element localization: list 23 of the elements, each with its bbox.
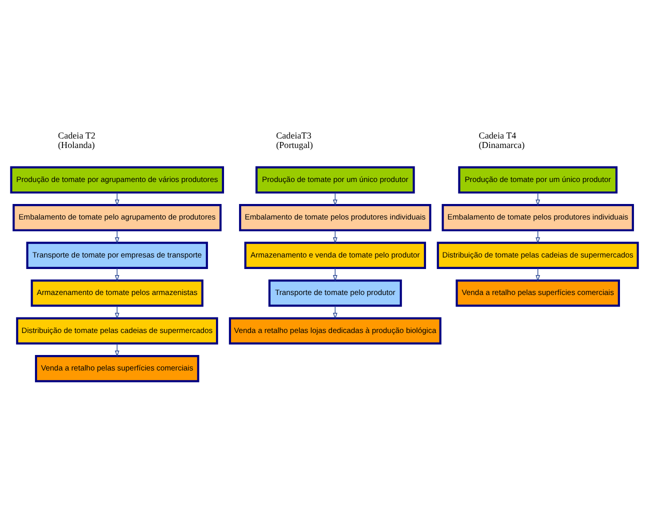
label: CadeiaT3 (Portugal) <box>276 130 313 150</box>
arrow <box>114 305 120 320</box>
node-box: Venda a retalho pelas superfícies comerciais <box>456 280 620 307</box>
node-box: Transporte de tomate por empresas de transporte <box>26 242 208 270</box>
arrow <box>114 230 120 244</box>
node-box: Distribuição de tomate pelas cadeias de supermercados <box>436 242 639 270</box>
node-box: Transporte de tomate pelo produtor <box>268 280 402 307</box>
arrow <box>114 343 120 357</box>
arrow <box>114 268 120 282</box>
node-box: Armazenamento e venda de tomate pelo produtor <box>244 242 426 270</box>
node-box: Embalamento de tomate pelos produtores individuais <box>442 204 634 232</box>
node-box: Produção de tomate por agrupamento de vários produtores <box>10 166 224 194</box>
arrow <box>114 192 120 206</box>
node-box: Produção de tomate por um único produtor <box>458 166 618 194</box>
node-box: Embalamento de tomate pelos produtores individuais <box>239 204 432 232</box>
label: Cadeia T2 (Holanda) <box>58 130 96 150</box>
node-box: Armazenamento de tomate pelos armazenistas <box>30 280 204 307</box>
label: Cadeia T4 (Dinamarca) <box>478 130 525 150</box>
node-box: Produção de tomate por um único produtor <box>255 166 415 194</box>
node-box: Venda a retalho pelas superfícies comerciais <box>34 355 200 382</box>
node-box: Embalamento de tomate pelo agrupamento de produtores <box>12 204 222 232</box>
node-box: Distribuição de tomate pelas cadeias de supermercados <box>16 317 218 344</box>
node-box: Venda a retalho pelas lojas dedicadas à produção biológica <box>228 317 442 344</box>
